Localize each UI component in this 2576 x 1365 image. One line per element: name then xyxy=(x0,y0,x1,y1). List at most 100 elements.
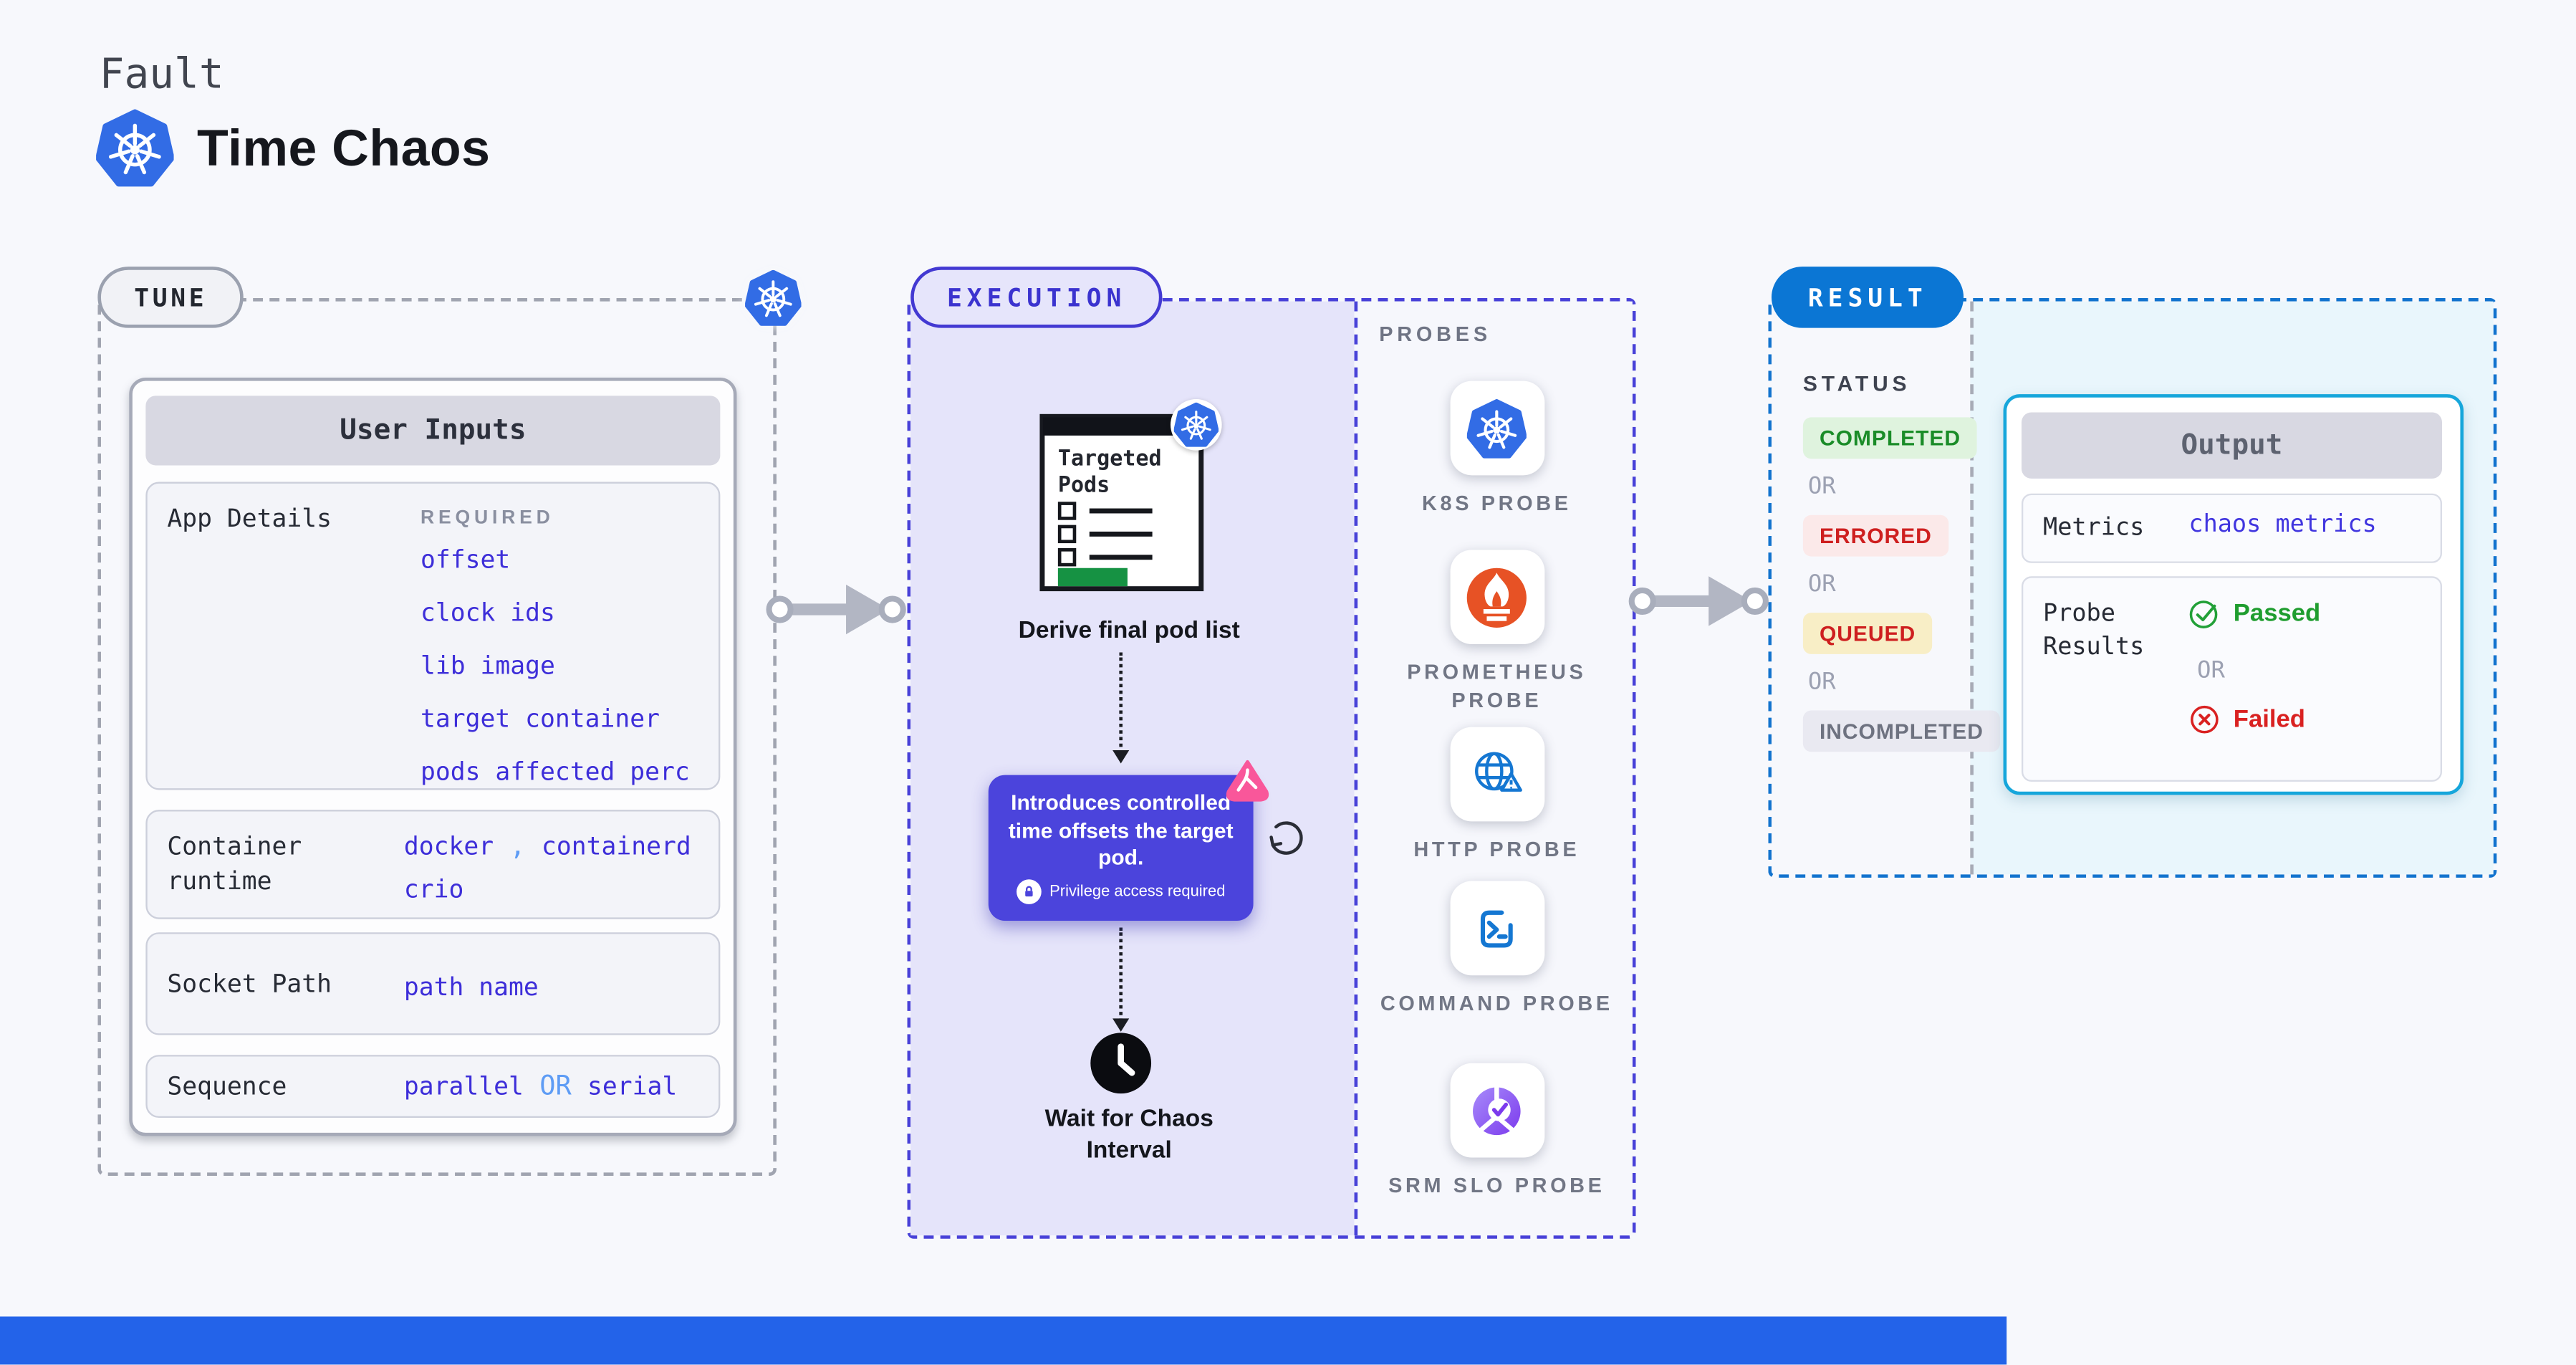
container-runtime-label: Container runtime xyxy=(167,831,302,896)
metrics-row: Metrics chaos metrics xyxy=(2021,493,2443,563)
metrics-label: Metrics xyxy=(2043,514,2145,542)
flow-connector xyxy=(1112,927,1130,1032)
link-pods-affected-perc[interactable]: pods affected perc xyxy=(420,757,690,787)
output-card: Output Metrics chaos metrics Probe Resul… xyxy=(2003,394,2464,795)
clock-icon xyxy=(1087,1030,1153,1096)
app-details-block: App Details REQUIRED offset clock ids li… xyxy=(145,482,721,790)
kubernetes-icon xyxy=(1171,398,1222,451)
passed-result: Passed xyxy=(2188,598,2320,629)
probe-card xyxy=(1449,550,1544,645)
link-lib-image[interactable]: lib image xyxy=(420,651,555,681)
or-text: OR xyxy=(1807,474,1836,500)
status-label: STATUS xyxy=(1802,370,1911,396)
slo-donut-icon xyxy=(1464,1077,1529,1143)
chaos-logo-icon xyxy=(1225,759,1269,803)
tune-panel xyxy=(97,298,777,1176)
probe-card xyxy=(1449,380,1544,476)
or-text: OR xyxy=(2196,657,2225,684)
sequence-block: Sequence parallel OR serial xyxy=(145,1055,721,1119)
user-inputs-title: User Inputs xyxy=(145,396,721,466)
fault-tooltip: Introduces controlled time offsets the t… xyxy=(988,760,1269,921)
page-title: Time Chaos xyxy=(197,118,491,177)
probe-command: COMMAND PROBE xyxy=(1357,881,1635,1019)
checkbox-icon xyxy=(1057,502,1077,520)
list-line xyxy=(1089,532,1153,537)
metrics-value-link[interactable]: chaos metrics xyxy=(2188,512,2377,539)
arrow-tune-to-execution xyxy=(766,584,906,635)
flow-connector xyxy=(1112,652,1130,764)
lock-icon xyxy=(1016,878,1042,904)
value-serial[interactable]: serial xyxy=(587,1071,678,1101)
probe-label: COMMAND PROBE xyxy=(1380,992,1613,1015)
checkbox-icon xyxy=(1057,548,1077,567)
probe-label: SRM SLO PROBE xyxy=(1388,1174,1605,1197)
container-runtime-block: Container runtime docker , containerd cr… xyxy=(145,810,721,919)
link-offset[interactable]: offset xyxy=(420,545,511,575)
value-crio[interactable]: crio xyxy=(403,874,464,904)
derive-pod-list-label: Derive final pod list xyxy=(1018,618,1240,645)
value-docker[interactable]: docker xyxy=(403,831,494,861)
value-separator: , xyxy=(509,829,526,861)
targeted-pods-title: Targeted Pods xyxy=(1057,447,1162,499)
result-badge: RESULT xyxy=(1771,267,1964,328)
list-line xyxy=(1089,509,1153,513)
sequence-or: OR xyxy=(539,1070,572,1101)
globe-warning-icon xyxy=(1465,743,1528,806)
sequence-label: Sequence xyxy=(167,1071,287,1101)
required-tag: REQUIRED xyxy=(420,508,554,529)
probe-srm-slo: SRM SLO PROBE xyxy=(1357,1063,1635,1201)
probe-results-row: Probe Results Passed OR xyxy=(2021,576,2443,782)
probes-label: PROBES xyxy=(1379,322,1491,347)
probe-prometheus: PROMETHEUS PROBE xyxy=(1357,550,1635,715)
app-details-label: App Details xyxy=(167,503,332,534)
socket-path-label: Socket Path xyxy=(167,969,332,999)
progress-bar xyxy=(1057,567,1128,587)
probe-card xyxy=(1449,727,1544,822)
status-badge-completed: COMPLETED xyxy=(1802,417,1978,459)
arrow-probes-to-result xyxy=(1628,576,1769,626)
status-badge-errored: ERRORED xyxy=(1802,514,1948,557)
failed-result: Failed xyxy=(2188,704,2305,735)
execution-badge: EXECUTION xyxy=(910,267,1163,328)
status-badge-incompleted: INCOMPLETED xyxy=(1802,710,2000,752)
value-parallel[interactable]: parallel xyxy=(403,1071,524,1101)
probe-label: PROMETHEUS PROBE xyxy=(1407,661,1587,712)
execution-panel: PROBES K8S PROBE xyxy=(907,298,1636,1239)
x-circle-icon xyxy=(2188,704,2220,735)
status-badge-queued: QUEUED xyxy=(1802,613,1933,654)
probe-k8s: K8S PROBE xyxy=(1357,380,1635,519)
targeted-pods-card: Targeted Pods xyxy=(1039,398,1222,592)
socket-path-block: Socket Path path name xyxy=(145,932,721,1035)
prometheus-icon xyxy=(1464,564,1529,630)
probes-panel: PROBES K8S PROBE xyxy=(1354,301,1635,1236)
checkbox-icon xyxy=(1057,525,1077,544)
probe-card xyxy=(1449,1063,1544,1158)
link-clock-ids[interactable]: clock ids xyxy=(420,598,555,628)
probe-results-label: Probe Results xyxy=(2043,600,2145,661)
status-sequence: COMPLETED OR ERRORED OR QUEUED OR INCOMP… xyxy=(1802,417,2000,752)
probe-http: HTTP PROBE xyxy=(1357,727,1635,865)
tooltip-text: Introduces controlled time offsets the t… xyxy=(1008,790,1234,870)
value-containerd[interactable]: containerd xyxy=(542,831,691,861)
tooltip-note-text: Privilege access required xyxy=(1049,881,1226,901)
footer-bar xyxy=(0,1316,2007,1365)
kubernetes-icon xyxy=(1467,398,1527,458)
probe-label: K8S PROBE xyxy=(1422,492,1572,515)
kubernetes-icon xyxy=(745,270,802,327)
fault-kicker: Fault xyxy=(99,49,224,98)
link-target-container[interactable]: target container xyxy=(420,704,660,734)
probe-card xyxy=(1449,881,1544,976)
check-circle-icon xyxy=(2188,598,2220,629)
tune-badge: TUNE xyxy=(97,267,244,328)
refresh-icon xyxy=(1265,820,1303,858)
user-inputs-card: User Inputs App Details REQUIRED offset … xyxy=(129,377,737,1136)
output-title: Output xyxy=(2021,412,2443,479)
or-text: OR xyxy=(1807,571,1836,598)
terminal-icon xyxy=(1465,897,1528,960)
wait-interval-label: Wait for Chaos Interval xyxy=(1044,1106,1213,1164)
kubernetes-icon xyxy=(96,110,174,188)
list-line xyxy=(1089,555,1153,560)
value-path-name[interactable]: path name xyxy=(403,972,539,1002)
or-text: OR xyxy=(1807,669,1836,696)
